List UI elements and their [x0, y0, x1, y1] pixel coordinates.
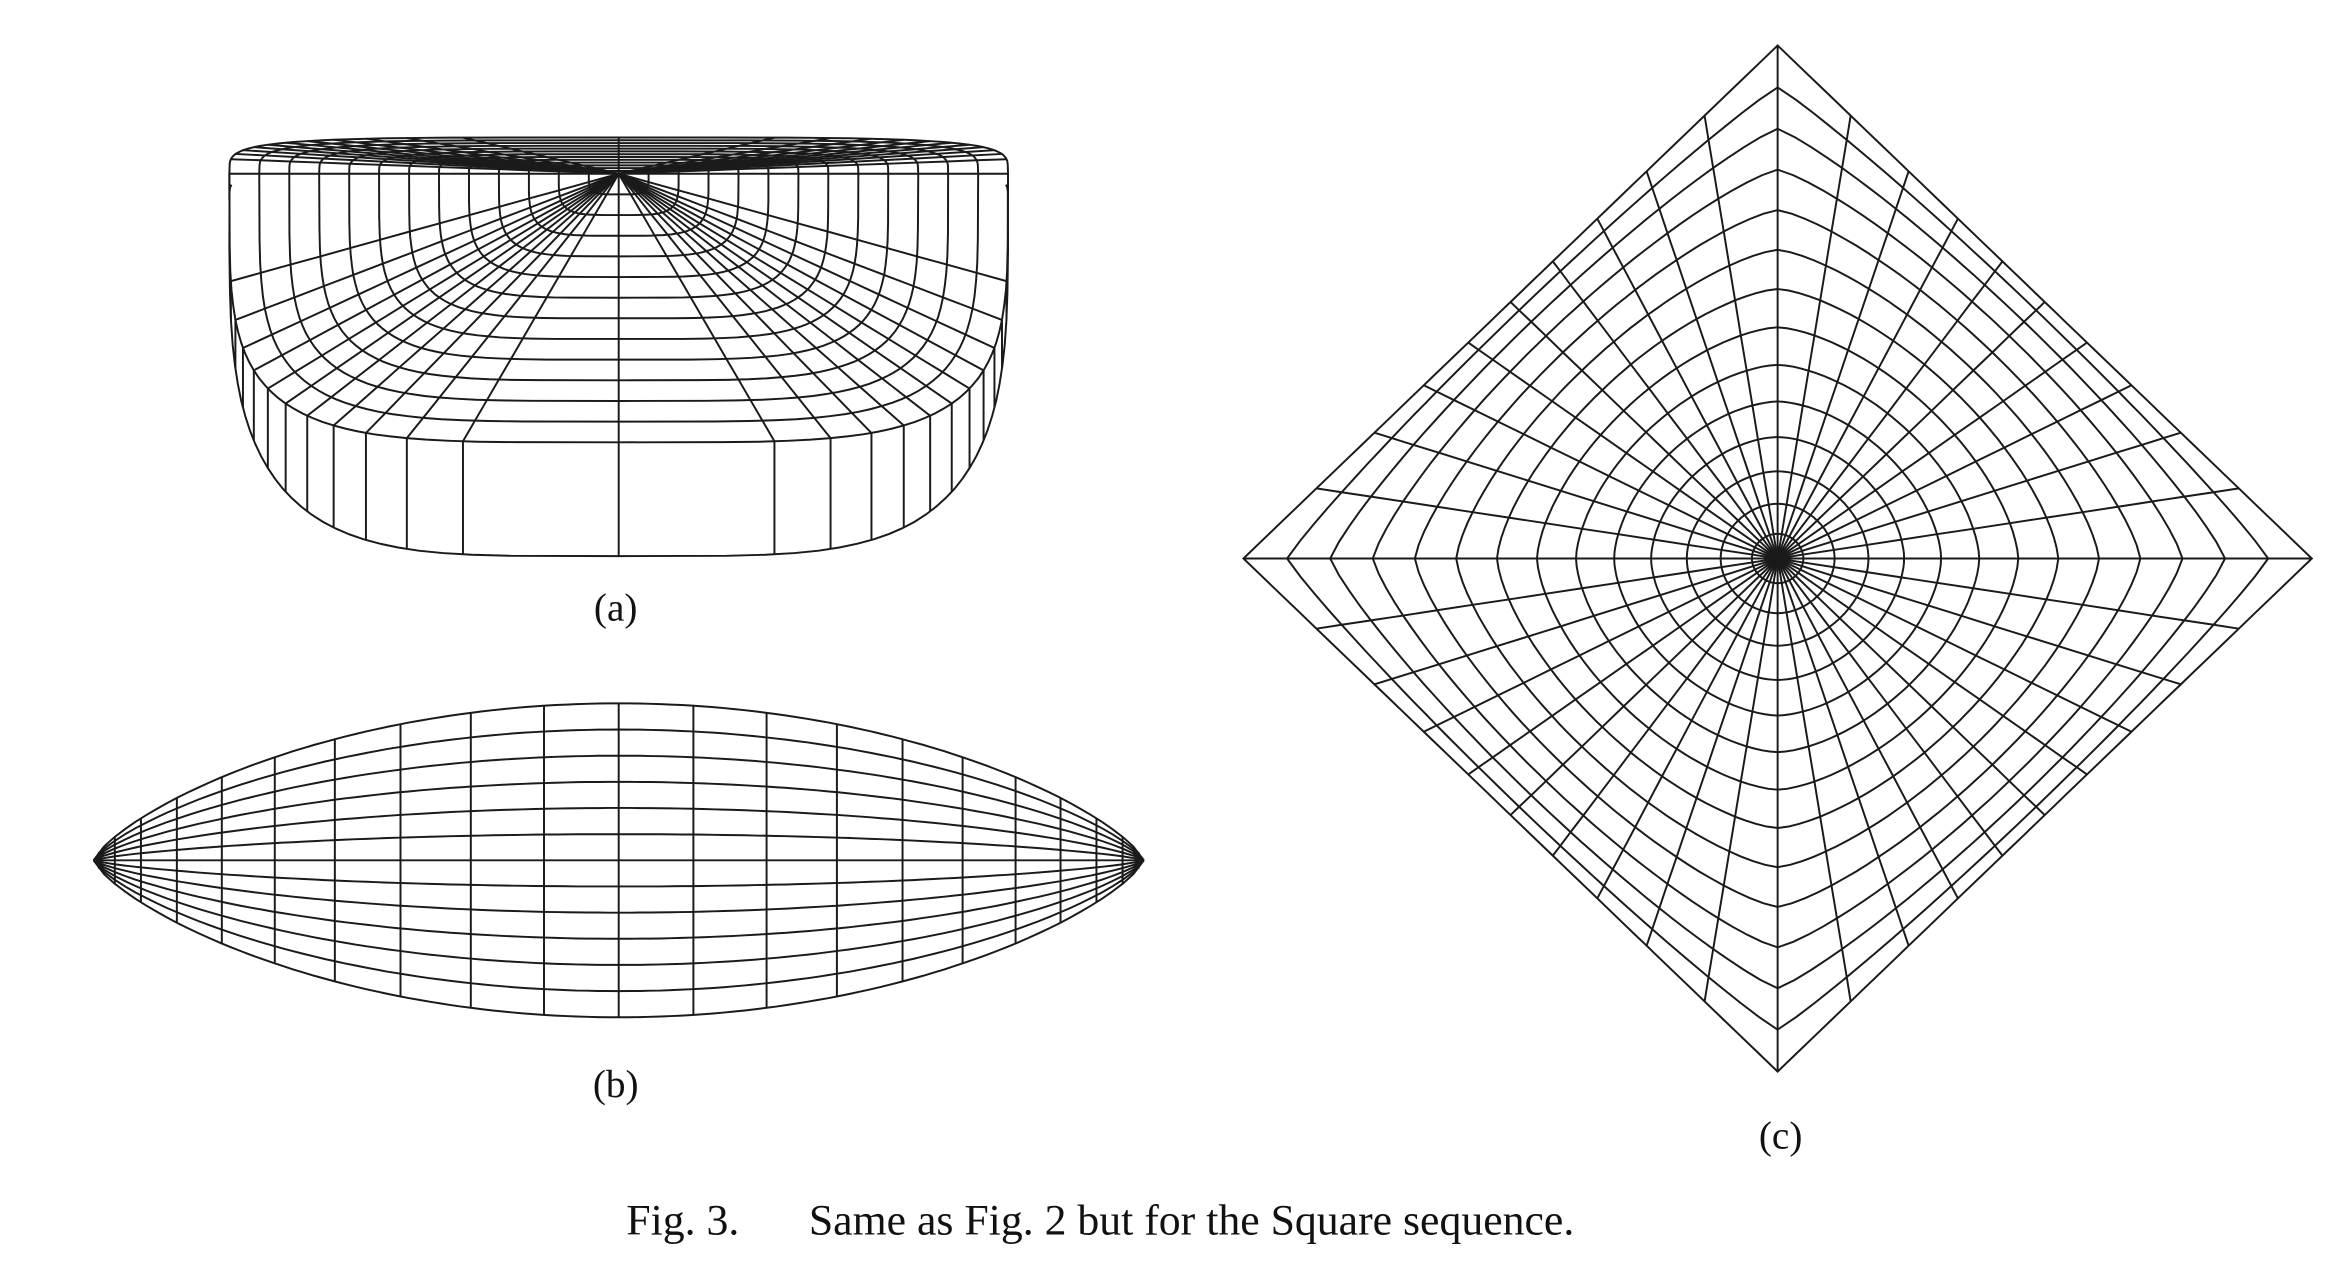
meridian-line [229, 172, 619, 319]
spoke-line [1423, 384, 1779, 560]
meridian-line [234, 172, 620, 369]
panel-a-label: (a) [594, 586, 638, 629]
meridian-line [406, 137, 619, 175]
spoke-line [1509, 301, 1779, 560]
spoke-line [1777, 557, 2088, 776]
spoke-line [1423, 557, 1779, 733]
spoke-line [1645, 558, 1779, 947]
meridian-line [462, 136, 619, 175]
meridian-line [618, 172, 953, 492]
meridian-line [266, 172, 620, 469]
figure-caption-number: Fig. 3. [626, 1197, 739, 1245]
meridian-line [461, 173, 620, 555]
meridian-line [306, 172, 620, 512]
meridian-line [365, 137, 619, 175]
spoke-line [1467, 341, 1779, 560]
meridian-line [332, 172, 620, 528]
meridian-line [617, 173, 873, 541]
side-wall-line [228, 184, 1010, 558]
meridian-line [618, 172, 996, 408]
meridian-line [284, 172, 620, 492]
spoke-line [1777, 557, 2182, 686]
spoke-line [1777, 431, 2182, 560]
spoke-line [1316, 557, 1778, 630]
meridian-line [618, 136, 775, 175]
panel-c-wireframe [1242, 44, 2314, 1073]
spoke-line [1703, 115, 1779, 559]
spoke-line [1777, 557, 2239, 630]
meridian-line [618, 172, 932, 512]
spoke-line [1776, 218, 1959, 559]
spoke-line [1776, 170, 1910, 559]
spoke-line [1645, 170, 1779, 559]
meridian-line [617, 173, 776, 555]
meridian-line [618, 158, 1007, 175]
spoke-line [1374, 557, 1778, 686]
meridian-line [618, 172, 1003, 369]
spoke-line [1777, 341, 2088, 560]
meridian-line [618, 172, 971, 469]
spoke-line [1596, 218, 1779, 559]
spoke-line [1777, 384, 2132, 560]
meridian-line [228, 172, 619, 200]
spoke-line [1776, 557, 2046, 816]
spoke-line [1776, 557, 2004, 857]
panel-b-wireframe [92, 702, 1145, 1019]
spoke-line [1596, 558, 1779, 899]
spoke-line [1552, 260, 1779, 560]
spoke-line [1467, 557, 1779, 776]
spoke-line [1509, 557, 1779, 816]
meridian-line [618, 172, 1008, 319]
spoke-line [1777, 557, 2132, 733]
meridian-line [252, 172, 620, 441]
figure-caption-text: Same as Fig. 2 but for the Square sequen… [809, 1197, 1574, 1245]
spoke-line [1552, 557, 1779, 857]
spoke-line [1776, 260, 2004, 560]
spoke-line [1316, 487, 1778, 560]
panel-b-label: (b) [593, 1063, 639, 1106]
meridian-line [405, 173, 620, 550]
spoke-line [1776, 558, 1910, 947]
spoke-line [1703, 558, 1779, 1002]
meridian-line [364, 173, 620, 541]
spoke-line [1776, 558, 1852, 1002]
spoke-line [1776, 301, 2046, 560]
spoke-line [1374, 431, 1778, 560]
spoke-line [1777, 487, 2239, 560]
meridian-line [618, 172, 985, 441]
spoke-line [1776, 558, 1959, 899]
meridian-line [617, 173, 832, 550]
meridian-line [241, 172, 620, 408]
panel-c-label: (c) [1759, 1115, 1803, 1158]
meridian-line [618, 172, 1010, 200]
spoke-line [1776, 115, 1852, 559]
meridian-line [618, 172, 905, 528]
panel-a-wireframe [228, 136, 1010, 558]
